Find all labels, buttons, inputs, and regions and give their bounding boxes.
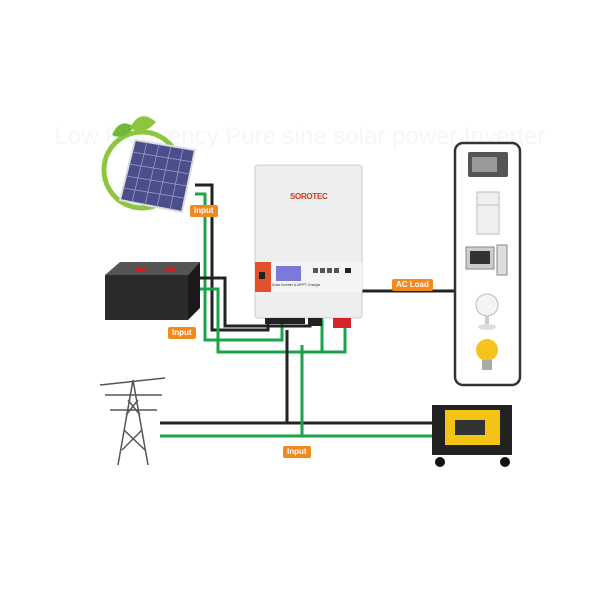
battery-green-wire-2 (218, 320, 347, 354)
light-bulb-icon (476, 339, 498, 361)
solar-panel-icon (101, 116, 197, 214)
inverter-subtitle: Solar Inverter & MPPT Charger (272, 283, 321, 287)
fan-icon (475, 293, 499, 317)
battery-icon (105, 262, 200, 320)
ac-load-appliances (453, 141, 522, 387)
inverter-brand: SOROTEC (290, 192, 328, 201)
ac-load-label: AC Load (392, 279, 433, 291)
wires (160, 183, 455, 438)
generator-icon (432, 405, 512, 467)
power-tower-icon (99, 377, 166, 466)
solar-green-wire (195, 192, 284, 342)
solar-input-label: Input (190, 205, 218, 217)
inverter-icon (254, 164, 363, 328)
grid-input-label: Input (283, 446, 311, 458)
battery-input-label: Input (168, 327, 196, 339)
fridge-icon (476, 191, 500, 235)
